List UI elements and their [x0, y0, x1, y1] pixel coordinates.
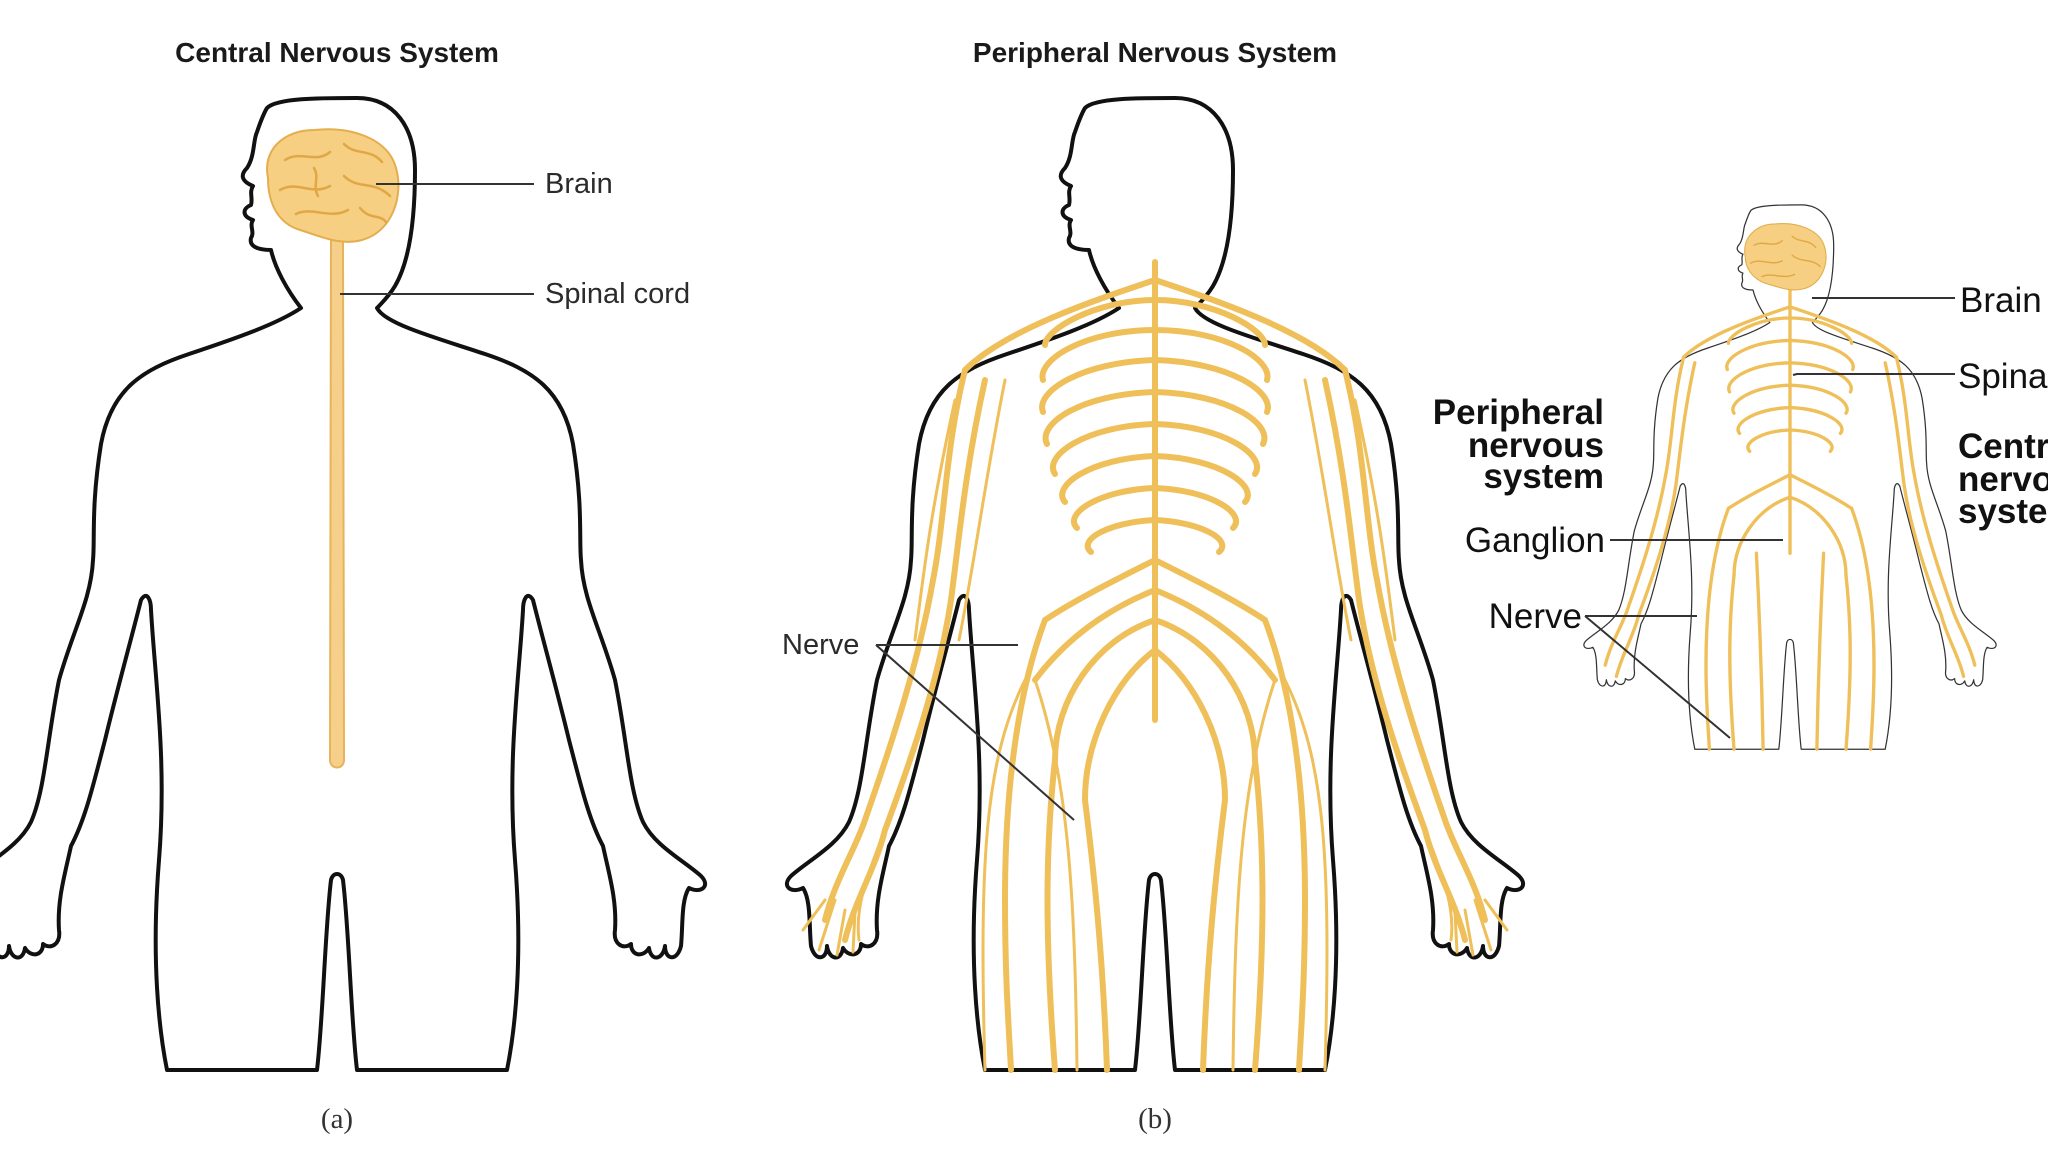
ganglion-label-c: Ganglion — [1465, 521, 1605, 560]
brain-label-a: Brain — [545, 168, 613, 200]
spinal-label-c: Spina — [1958, 357, 2048, 396]
nerve-leaders-b — [875, 644, 1075, 821]
cns-label-line1: Centr — [1958, 427, 2048, 466]
pns-label-line2: nervous — [1468, 426, 1604, 465]
panel-b-title: Peripheral Nervous System — [973, 37, 1337, 68]
pns-label-line3: system — [1483, 457, 1604, 496]
spinal-cord-a — [328, 231, 346, 769]
panel-a-title: Central Nervous System — [175, 37, 499, 68]
cns-label-line3: syste — [1958, 492, 2048, 531]
cns-label-line2: nervo — [1958, 460, 2048, 499]
panel-b-caption: (b) — [1138, 1103, 1172, 1135]
panel-b: Peripheral Nervous System — [782, 37, 1526, 1135]
spinal-leader-c — [1792, 373, 1955, 376]
nerve-label-b: Nerve — [782, 629, 859, 661]
brain-c — [1744, 222, 1827, 291]
brain-a — [266, 128, 400, 243]
brain-label-c: Brain — [1960, 281, 2042, 320]
nerve-label-c: Nerve — [1489, 597, 1582, 636]
peripheral-nerves-b — [801, 259, 1509, 1073]
peripheral-nerves-c — [1603, 277, 1977, 751]
pns-label-line1: Peripheral — [1433, 393, 1604, 432]
panel-a-caption: (a) — [321, 1103, 353, 1135]
spinal-cord-label-a: Spinal cord — [545, 278, 690, 310]
panel-c: Brain Spina Peripheral nervous system Ce… — [1433, 204, 2048, 751]
nerve-leaders-c — [1584, 615, 1731, 739]
panel-a: Central Nervous System Brain Spinal cord… — [0, 37, 708, 1135]
body-outline-a — [0, 96, 708, 1072]
